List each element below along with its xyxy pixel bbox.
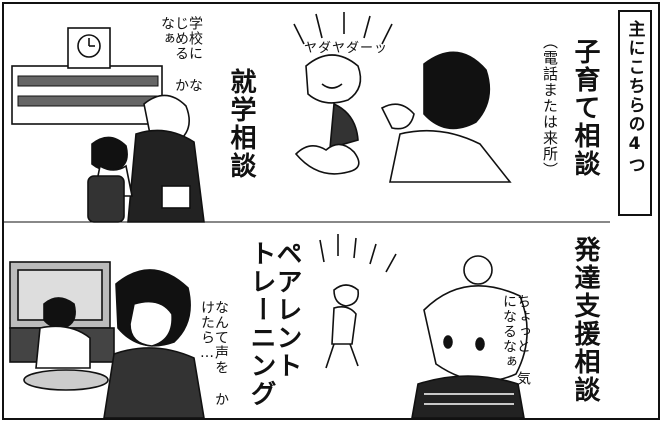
illustration-layer [4,12,610,418]
heading-childcare: 子育て相談 [570,38,600,178]
heading-school: 就学相談 [226,68,256,180]
development-scene [319,234,528,418]
development-thought: ちょっと 気になるなぁ [501,294,531,386]
tantrum-scene [293,12,512,183]
parent-thought: なんて声を かけたら… [199,300,229,407]
school-thought: 学校に なじめる かなぁ [159,16,203,93]
box-title-text: 主にこちらの4つ [624,20,645,175]
heading-development: 発達支援相談 [570,236,600,404]
mother-and-child-figure [87,94,205,223]
note-childcare: （電話または来所） [541,34,559,178]
tantrum-shout: ヤダヤダーッ [304,41,389,56]
tv-and-parent-figure [9,261,205,418]
heading-parent-training: ペアレント トレーニング [246,240,302,408]
title-box: 主にこちらの4つ [618,10,652,216]
school-building [11,27,163,125]
